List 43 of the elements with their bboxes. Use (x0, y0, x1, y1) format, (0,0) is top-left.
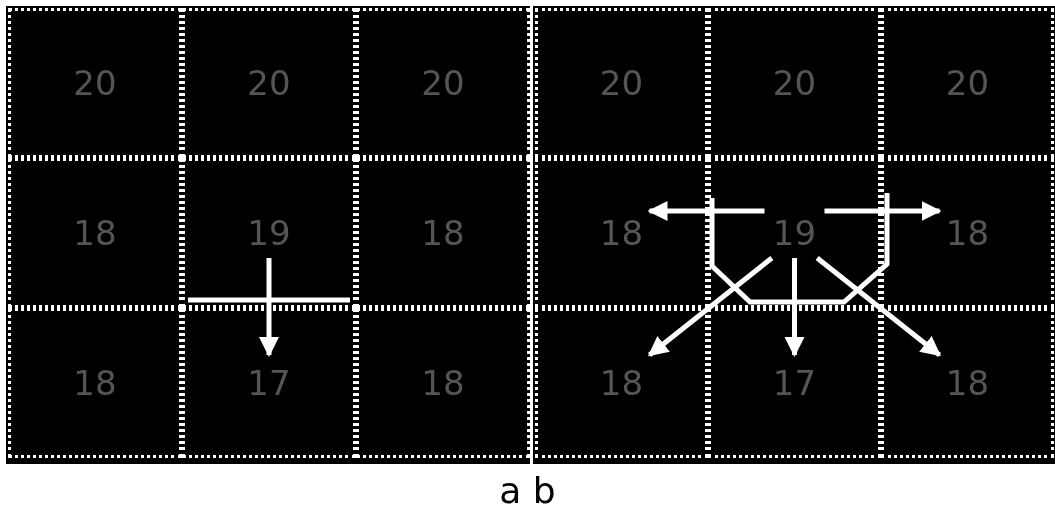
grid-cell (535, 308, 708, 458)
flow-arrow (815, 256, 942, 357)
elevation-value: 18 (73, 363, 117, 403)
grid-cell (8, 158, 182, 308)
elevation-value: 20 (599, 63, 644, 103)
grid-cell (881, 8, 1054, 158)
elevation-value: 19 (772, 213, 817, 253)
elevation-value: 18 (599, 363, 644, 403)
elevation-value: 18 (599, 213, 644, 253)
grid-cell (356, 158, 530, 308)
grid-cell (708, 158, 881, 308)
flow-arrow (647, 256, 774, 357)
grid-cell (881, 158, 1054, 308)
elevation-value: 20 (73, 63, 117, 103)
flow-arrow (824, 201, 942, 221)
elevation-value: 19 (247, 213, 291, 253)
elevation-value: 20 (247, 63, 291, 103)
elevation-value: 17 (247, 363, 291, 403)
elevation-value: 20 (772, 63, 817, 103)
elevation-value: 18 (945, 363, 990, 403)
grid-cell (535, 8, 708, 158)
grid-cell (8, 308, 182, 458)
elevation-value: 18 (421, 363, 465, 403)
flow-arrow (647, 201, 765, 221)
panel-label: a b (499, 470, 556, 511)
grid-cell (356, 8, 530, 158)
grid-cell (708, 8, 881, 158)
flow-arrow (259, 258, 279, 357)
grid-cell (182, 158, 356, 308)
grid-cell (182, 308, 356, 458)
elevation-value: 18 (945, 213, 990, 253)
grid-cell (356, 308, 530, 458)
grid-cell (708, 308, 881, 458)
elevation-value: 17 (772, 363, 817, 403)
grid-cell (535, 158, 708, 308)
grid-cell (8, 8, 182, 158)
elevation-value: 20 (421, 63, 465, 103)
elevation-value: 20 (945, 63, 990, 103)
flow-arrow (784, 258, 805, 357)
elevation-value: 18 (73, 213, 117, 253)
grid-cell (881, 308, 1054, 458)
grid-cell (182, 8, 356, 158)
elevation-value: 18 (421, 213, 465, 253)
